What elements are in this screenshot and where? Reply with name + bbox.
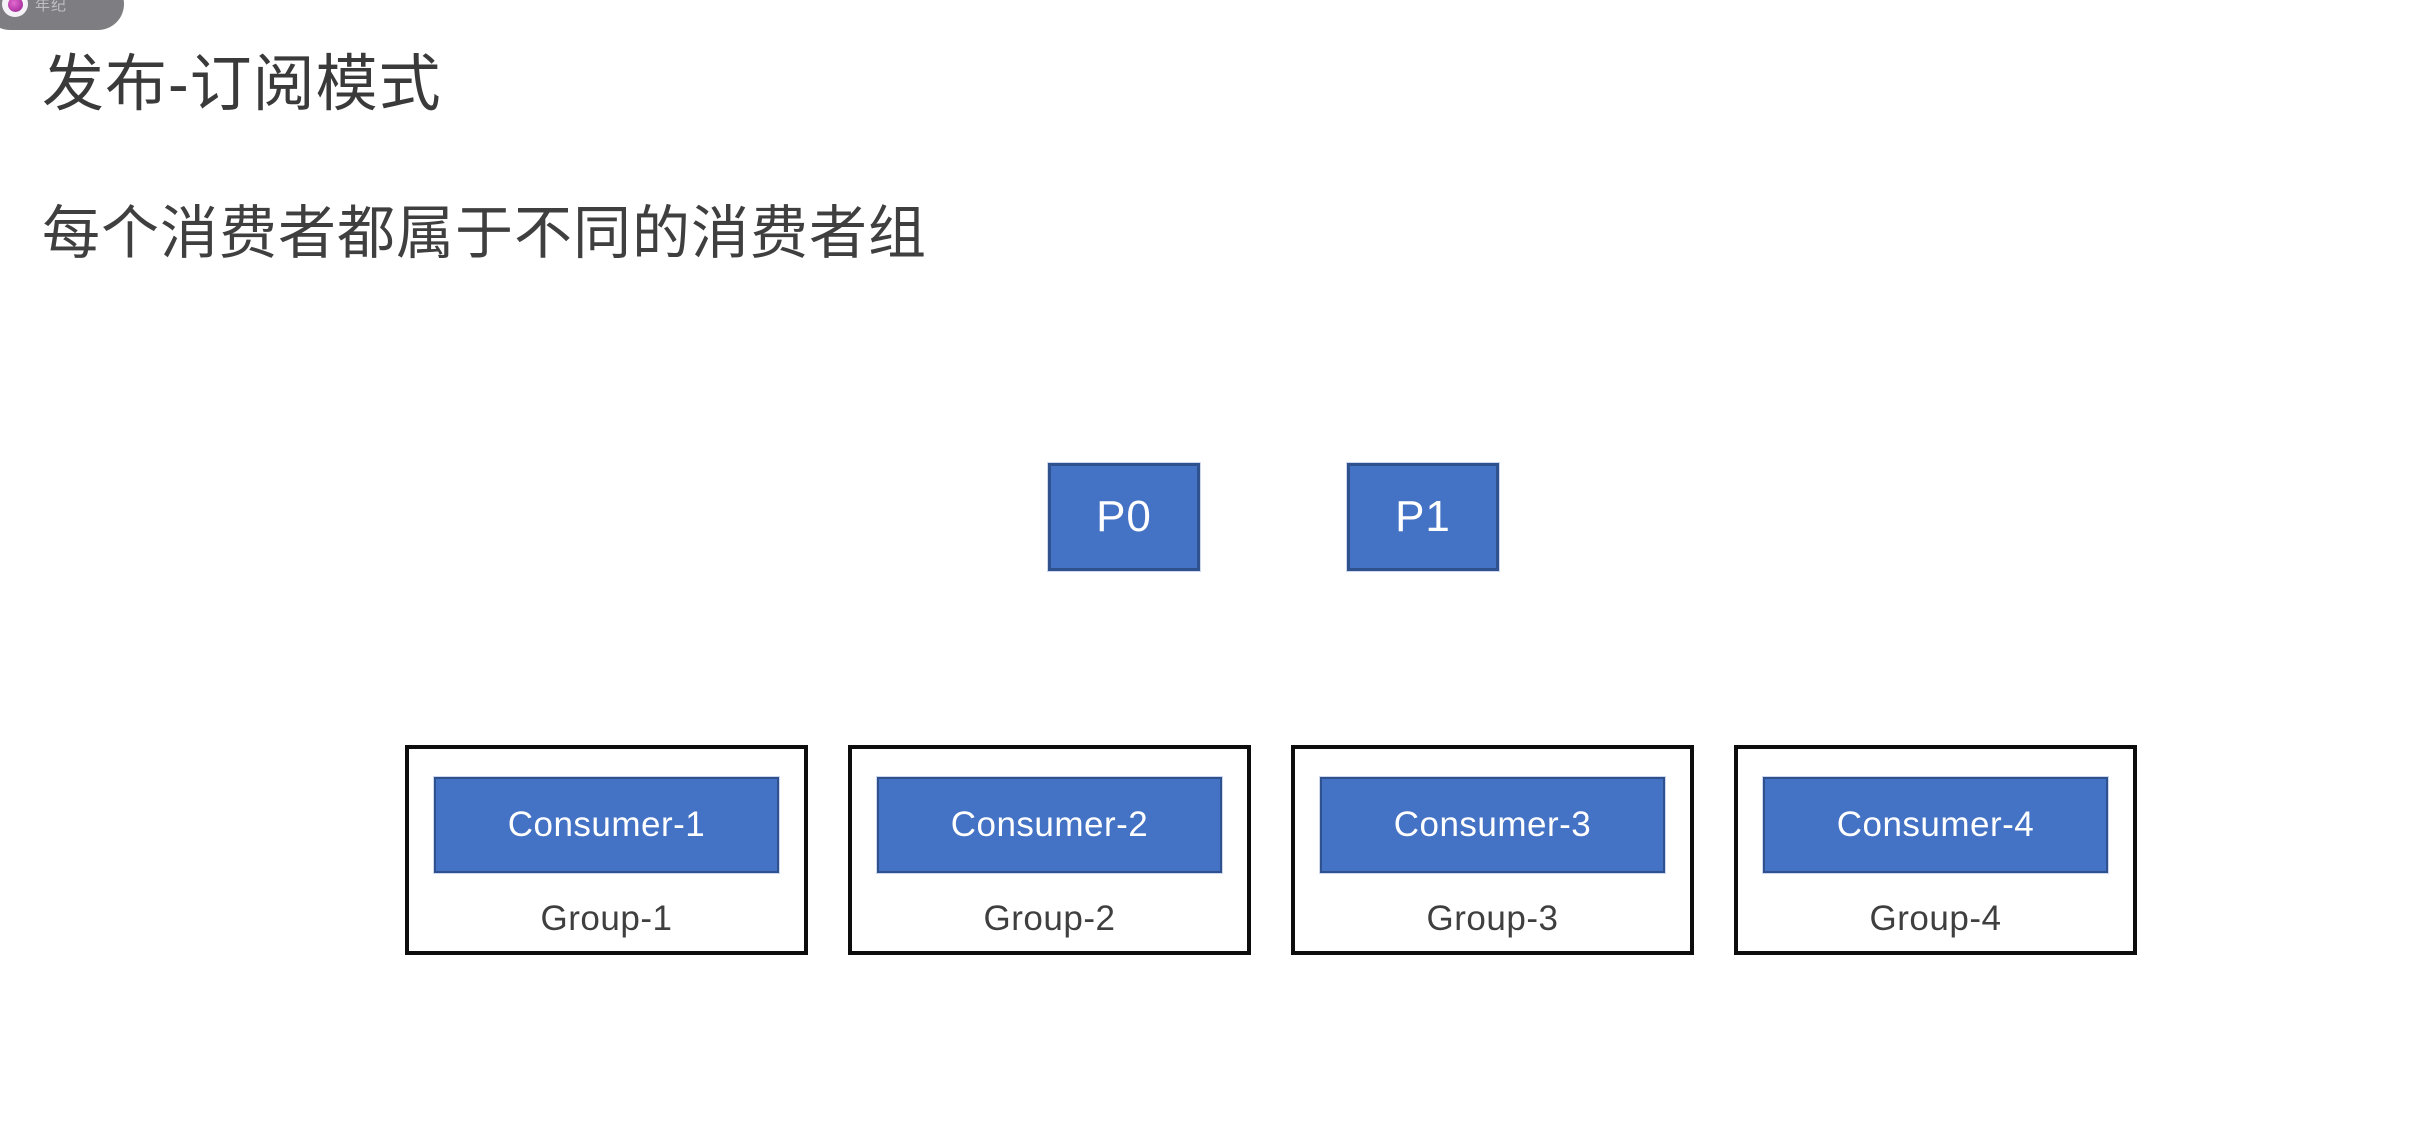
partition-box-p1: P1 [1347,463,1499,571]
watermark-label: 年纪 [35,0,68,14]
consumer-group-4: Consumer-4 Group-4 [1734,745,2137,955]
consumer-box-3: Consumer-3 [1320,777,1665,873]
page-title: 发布-订阅模式 [42,50,442,119]
group-label-1: Group-1 [540,899,673,938]
user-avatar-icon [2,0,28,17]
consumer-group-2: Consumer-2 Group-2 [848,745,1251,955]
consumer-box-4: Consumer-4 [1763,777,2108,873]
group-label-2: Group-2 [983,899,1116,938]
consumer-group-1: Consumer-1 Group-1 [405,745,808,955]
group-label-3: Group-3 [1426,899,1559,938]
partition-row: P0 P1 [1048,463,1499,571]
group-label-4: Group-4 [1869,899,2002,938]
consumer-box-1: Consumer-1 [434,777,779,873]
page-subtitle: 每个消费者都属于不同的消费者组 [42,201,928,266]
consumer-groups-row: Consumer-1 Group-1 Consumer-2 Group-2 Co… [405,745,2137,955]
consumer-group-3: Consumer-3 Group-3 [1291,745,1694,955]
partition-box-p0: P0 [1048,463,1200,571]
watermark-badge: 年纪 [0,0,124,30]
consumer-box-2: Consumer-2 [877,777,1222,873]
